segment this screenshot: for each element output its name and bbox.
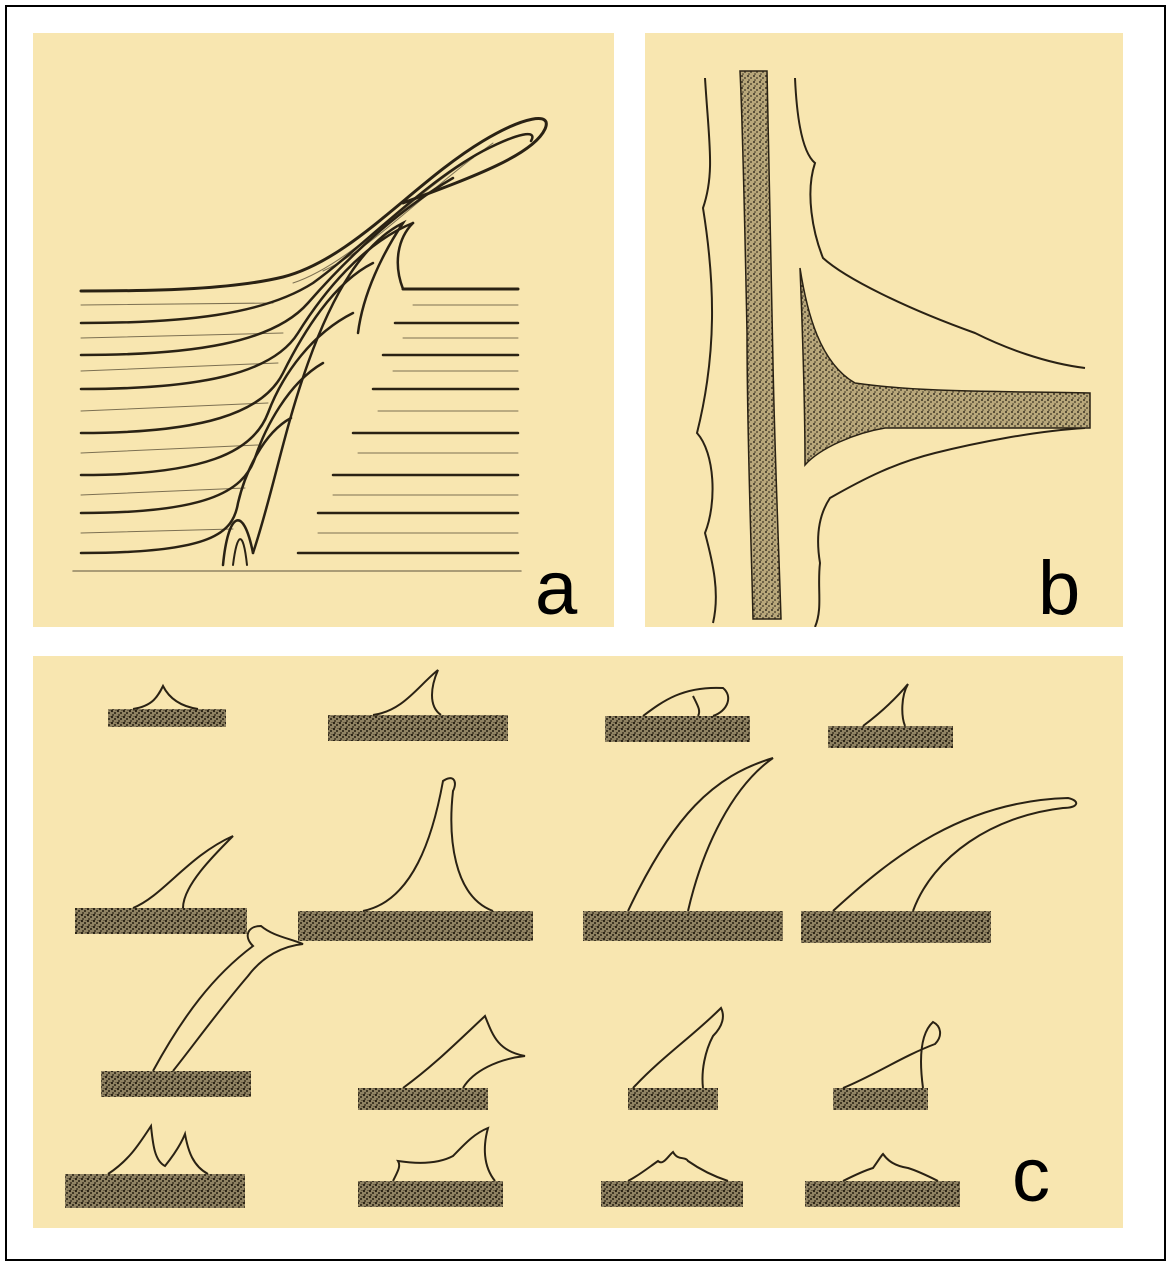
- panel-c: [33, 656, 1123, 1228]
- folded-layers-illustration: [33, 33, 614, 627]
- spine-shape-grid-illustration: [33, 656, 1123, 1228]
- panel-a-letter: a: [535, 551, 577, 627]
- branching-channel-illustration: [645, 33, 1123, 627]
- panel-b-letter: b: [1038, 551, 1080, 627]
- panel-b: b: [645, 33, 1123, 627]
- panel-a: a: [33, 33, 614, 627]
- panel-c-letter: c: [1012, 1138, 1050, 1214]
